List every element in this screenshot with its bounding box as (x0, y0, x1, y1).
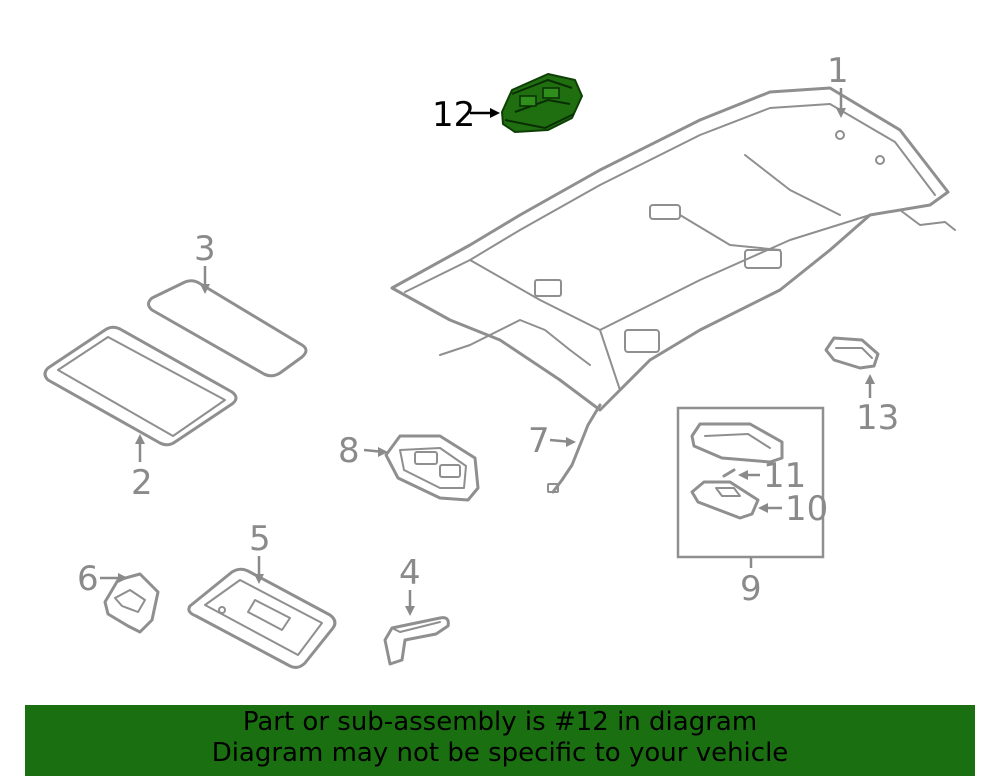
callout-2: 2 (131, 463, 153, 503)
part-5-sun-visor[interactable] (187, 567, 337, 669)
banner-line-2: Diagram may not be specific to your vehi… (211, 738, 789, 768)
part-6-visor-holder[interactable] (103, 572, 160, 634)
arrow-7 (566, 437, 576, 447)
arrow-1 (836, 108, 846, 118)
arrow-8 (378, 447, 388, 457)
part-13-lamp[interactable] (824, 336, 880, 370)
callout-5: 5 (249, 519, 271, 559)
part-3-panel[interactable] (147, 279, 308, 378)
arrow-11 (738, 470, 748, 480)
notice-banner: Part or sub-assembly is #12 in diagram D… (25, 705, 975, 776)
callout-12: 12 (432, 95, 475, 135)
callout-13: 13 (856, 398, 899, 438)
arrow-13 (865, 374, 875, 384)
arrow-2 (135, 434, 145, 444)
part-8-map-lamp[interactable] (384, 434, 480, 502)
part-1-headliner[interactable] (390, 86, 956, 412)
callout-3: 3 (194, 229, 216, 269)
callout-8: 8 (338, 431, 360, 471)
callout-9: 9 (740, 569, 762, 609)
part-7-wire-harness[interactable] (547, 403, 602, 494)
arrow-6 (118, 573, 128, 583)
part-4-grab-handle[interactable] (383, 616, 450, 666)
arrow-4 (405, 606, 415, 616)
callout-4: 4 (399, 553, 421, 593)
part-11-bulb[interactable] (722, 468, 736, 478)
callout-11: 11 (763, 456, 806, 496)
arrow-5 (254, 574, 264, 584)
arrow-3 (200, 284, 210, 294)
part-10-lens[interactable] (690, 480, 760, 520)
banner-line-1: Part or sub-assembly is #12 in diagram (242, 707, 758, 737)
callout-10: 10 (785, 489, 828, 529)
part-2-sunshade-panel[interactable] (43, 325, 238, 447)
callout-1: 1 (827, 51, 849, 91)
arrow-10 (758, 503, 768, 513)
callout-7: 7 (528, 421, 550, 461)
callout-6: 6 (77, 559, 99, 599)
arrow-12 (490, 108, 500, 118)
part-12-dome-lamp[interactable] (501, 73, 583, 133)
